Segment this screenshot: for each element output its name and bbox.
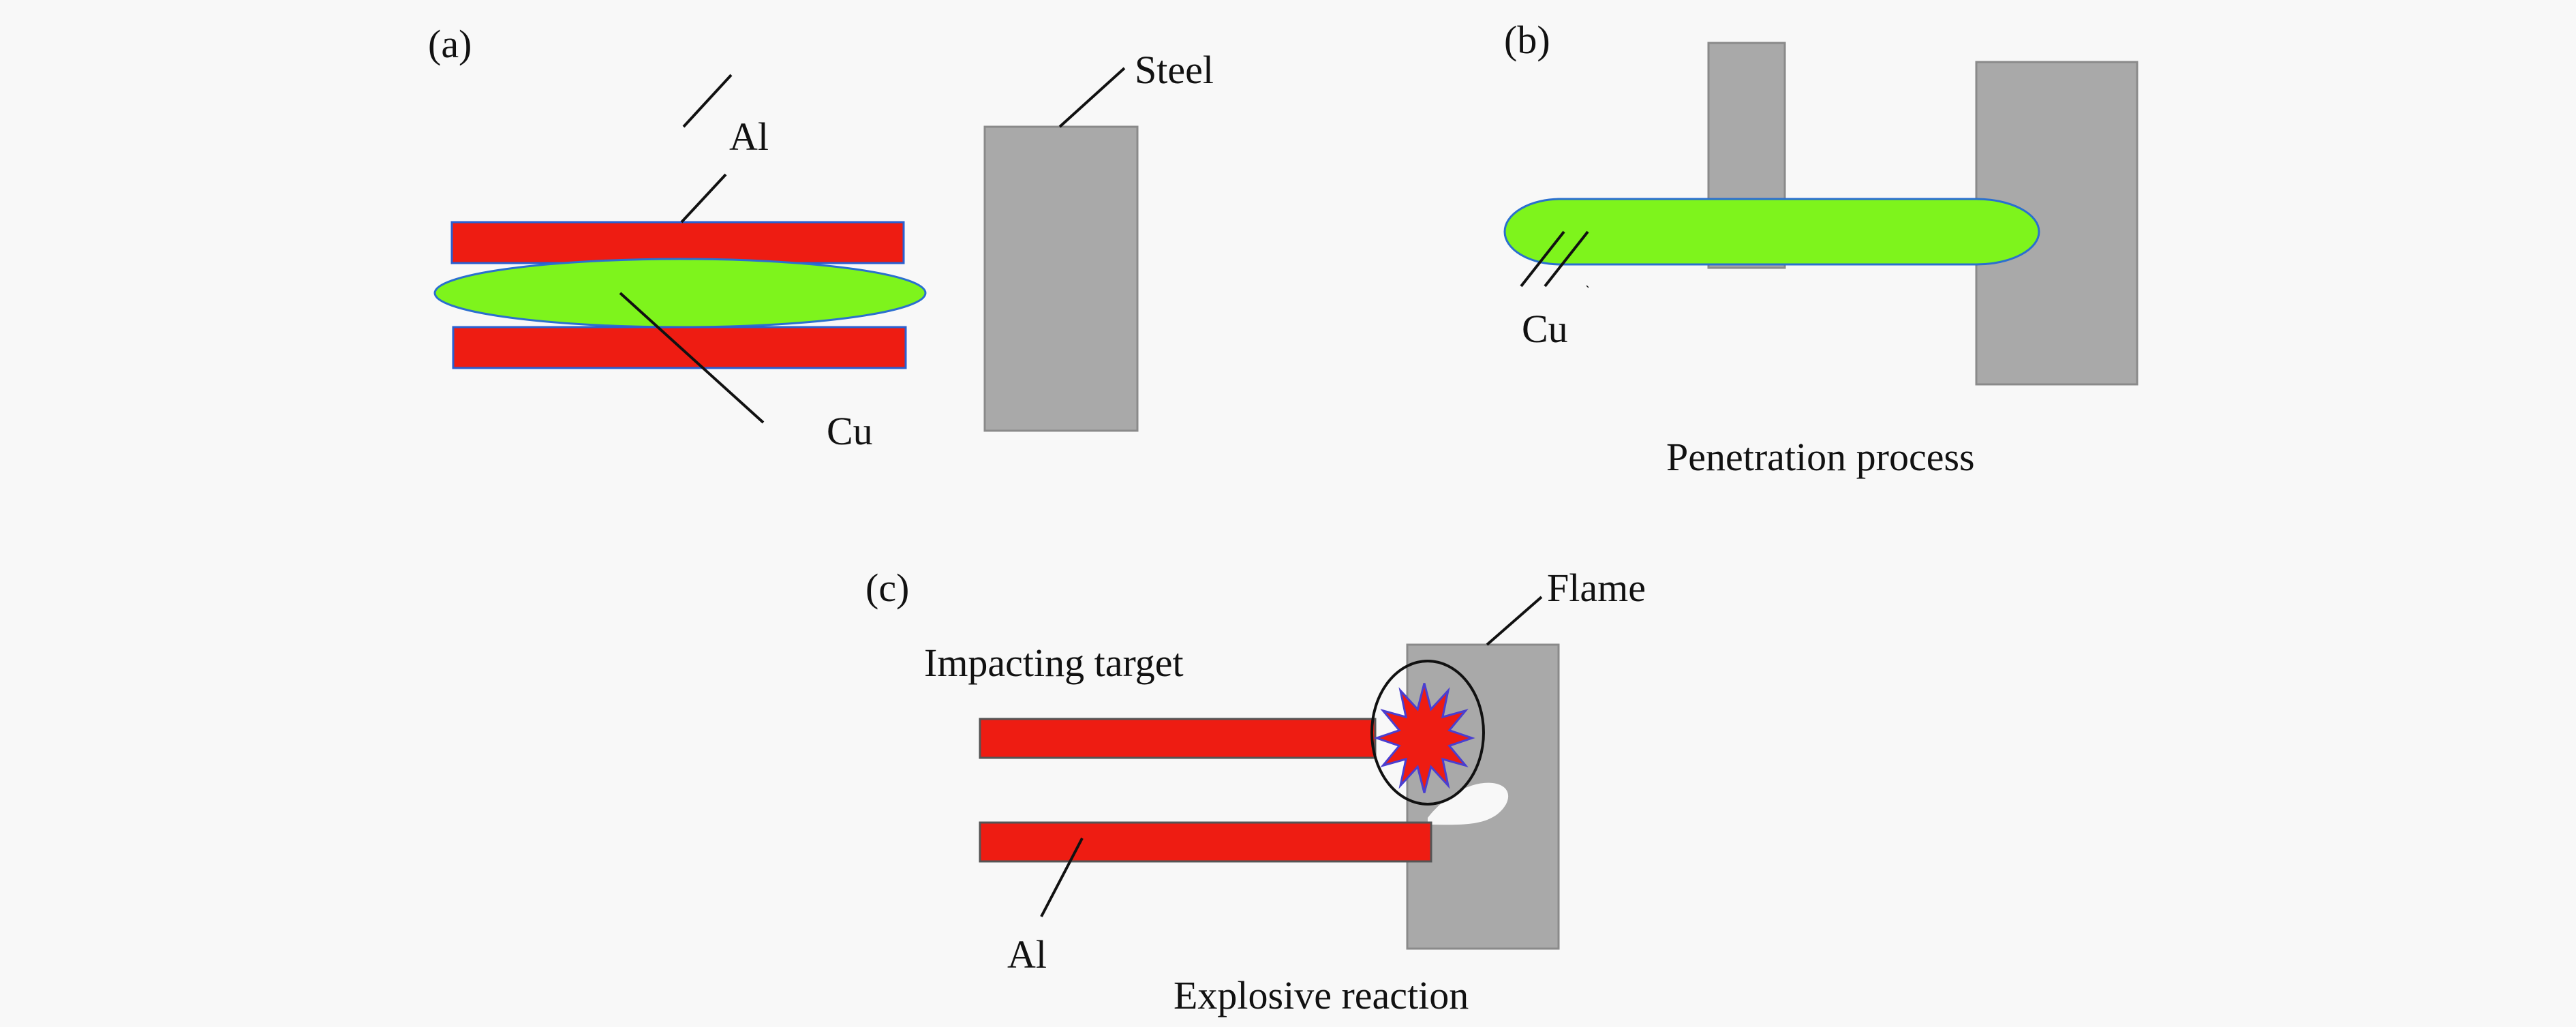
cu-jet (1503, 198, 2022, 266)
flame-label: Flame (1547, 566, 1646, 610)
cu-leader-line (1520, 230, 1565, 288)
al-label: Al (1007, 932, 1047, 977)
flame-starburst (1373, 683, 1475, 793)
panel-b: (b) Cu Penetration process (1503, 18, 2138, 479)
al-leader-line (1040, 838, 1084, 917)
al-leader-line (680, 173, 727, 224)
panel-a: (a) Al Cu Steel (428, 22, 1214, 453)
steel-leader (1058, 67, 1126, 128)
penetration-caption: Penetration process (1666, 435, 1975, 479)
steel-target (983, 125, 1139, 432)
cu-core (433, 258, 927, 328)
crater (1428, 782, 1509, 825)
cu-label: Cu (1522, 307, 1568, 351)
al-rod-top (979, 718, 1377, 759)
panel-c: (c) Flame Impacting target Al Explosive … (865, 566, 1646, 1017)
cu-leader-line (619, 292, 765, 424)
al-rod-bottom (979, 821, 1432, 863)
steel-leader-line (682, 74, 733, 128)
explosive-caption: Explosive reaction (1174, 973, 1469, 1017)
steel-label: Steel (1135, 48, 1214, 92)
flame-leader-line (1486, 596, 1543, 646)
panel-b-label: (b) (1504, 18, 1550, 62)
panel-a-label: (a) (428, 22, 472, 66)
flame-circle (1370, 660, 1485, 806)
cu-label: Cu (827, 409, 873, 453)
panel-c-label: (c) (865, 566, 909, 610)
al-label: Al (729, 114, 769, 159)
impacting-target-label: Impacting target (924, 641, 1184, 685)
al-rod-top (450, 221, 905, 264)
